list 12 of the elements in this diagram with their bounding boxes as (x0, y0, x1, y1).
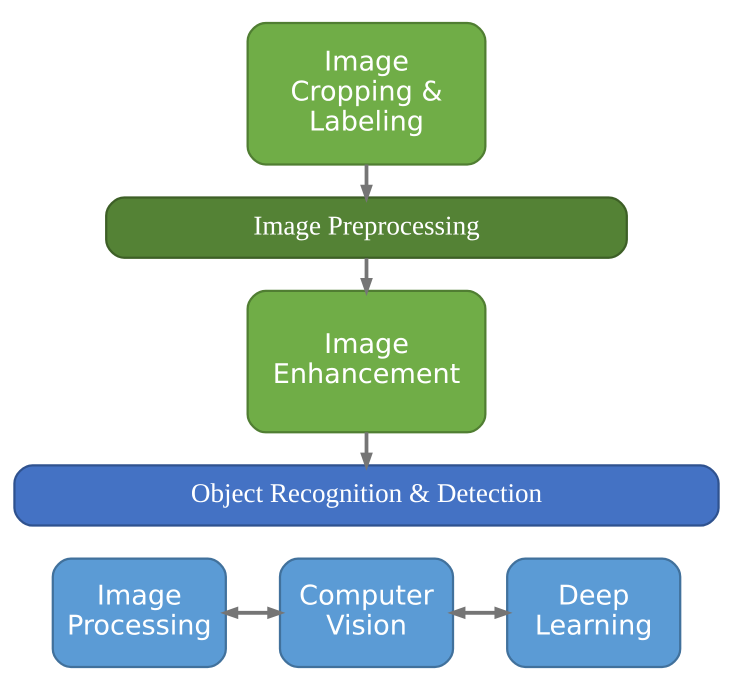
arrow (360, 432, 373, 471)
node-box: Object Recognition & Detection (13, 464, 720, 527)
node-box: Image Cropping & Labeling (246, 22, 486, 166)
arrow (360, 164, 373, 203)
node-box: Computer Vision (278, 558, 454, 668)
node-box: Image Enhancement (246, 290, 486, 434)
node-box: Image Preprocessing (105, 196, 628, 259)
arrow (447, 606, 513, 620)
node-box: Image Processing (52, 558, 227, 668)
arrow (220, 606, 286, 620)
arrow (360, 258, 373, 296)
node-box: Deep Learning (506, 558, 682, 668)
